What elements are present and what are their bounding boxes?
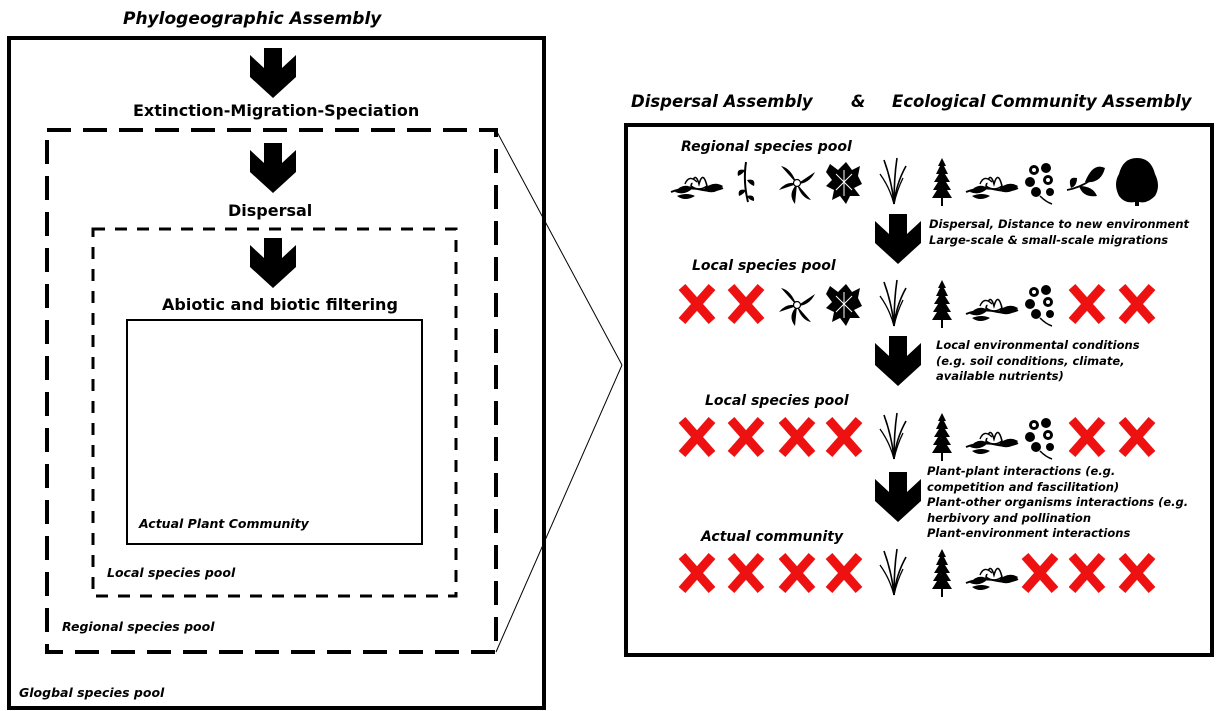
annotation-line: Plant-environment interactions — [927, 526, 1131, 540]
regional-pool-box — [45, 128, 498, 654]
leaf-icon — [1066, 166, 1105, 197]
excluded-x-icon — [678, 417, 716, 457]
conifer-icon — [932, 549, 952, 597]
zoom-connector-bottom — [495, 364, 623, 653]
excluded-x-icon — [1118, 284, 1156, 324]
local-pool-box — [91, 227, 458, 598]
annotation-environment: Local environmental conditions (e.g. soi… — [936, 338, 1140, 385]
excluded-x-icon — [778, 553, 816, 593]
annotation-line: Plant-plant interactions (e.g. — [927, 464, 1116, 478]
conifer-icon — [932, 280, 952, 328]
excluded-x-icon — [778, 417, 816, 457]
excluded-x-icon — [1118, 553, 1156, 593]
level-label-local-1: Local species pool — [692, 258, 836, 274]
assembly-detail-box — [624, 123, 1214, 657]
excluded-x-icon — [1118, 417, 1156, 457]
level-label-local-2: Local species pool — [705, 393, 849, 409]
trillium-icon — [779, 288, 815, 326]
magnolia-icon — [965, 567, 1019, 590]
zoom-connector-top — [495, 129, 623, 366]
grass-icon — [879, 412, 907, 460]
grass-icon — [879, 279, 907, 327]
shrub-icon — [826, 284, 862, 326]
right-title-ampersand: & — [851, 92, 866, 111]
excluded-x-icon — [1068, 417, 1106, 457]
vine-icon — [737, 161, 755, 203]
trillium-icon — [779, 166, 815, 204]
global-pool-box — [7, 36, 546, 710]
excluded-x-icon — [1021, 553, 1059, 593]
right-title-dispersal: Dispersal Assembly — [631, 92, 813, 111]
annotation-interactions: Plant-plant interactions (e.g. competiti… — [927, 464, 1188, 542]
step-label-extinction: Extinction-Migration-Speciation — [133, 101, 420, 120]
conifer-icon — [932, 413, 952, 461]
conifer-icon — [932, 158, 952, 206]
grass-icon — [879, 548, 907, 596]
step-label-filtering: Abiotic and biotic filtering — [162, 295, 398, 314]
magnolia-icon — [670, 176, 724, 199]
excluded-x-icon — [1068, 284, 1106, 324]
excluded-x-icon — [825, 417, 863, 457]
tree-icon — [1116, 158, 1158, 206]
annotation-line: Local environmental conditions — [936, 338, 1140, 352]
local-pool-label: Local species pool — [107, 565, 236, 580]
annotation-line: available nutrients) — [936, 369, 1064, 383]
left-panel-title: Phylogeographic Assembly — [123, 9, 382, 29]
annotation-line: herbivory and pollination — [927, 510, 1092, 525]
annotation-line: Dispersal, Distance to new environment — [929, 217, 1190, 231]
excluded-x-icon — [678, 284, 716, 324]
annotation-line: Large-scale & small-scale migrations — [929, 233, 1169, 247]
excluded-x-icon — [727, 417, 765, 457]
excluded-x-icon — [727, 284, 765, 324]
magnolia-icon — [965, 298, 1019, 321]
level-label-regional: Regional species pool — [681, 139, 852, 155]
community-label: Actual Plant Community — [139, 516, 309, 531]
shrub-icon — [826, 162, 862, 204]
regional-pool-label: Regional species pool — [62, 619, 215, 634]
annotation-line: Plant-other organisms interactions (e.g. — [927, 495, 1189, 509]
right-title-ecological: Ecological Community Assembly — [892, 92, 1192, 111]
level-label-actual: Actual community — [701, 529, 844, 545]
clover-icon — [1025, 163, 1054, 205]
step-label-dispersal: Dispersal — [228, 201, 313, 220]
magnolia-icon — [965, 176, 1019, 199]
annotation-line: competition and fascilitation) — [927, 479, 1120, 494]
annotation-line: (e.g. soil conditions, climate, — [936, 353, 1125, 368]
grass-icon — [879, 157, 907, 205]
global-pool-label: Glogbal species pool — [19, 685, 165, 700]
excluded-x-icon — [727, 553, 765, 593]
excluded-x-icon — [678, 553, 716, 593]
excluded-x-icon — [825, 553, 863, 593]
community-box — [126, 319, 423, 545]
clover-icon — [1025, 418, 1054, 460]
magnolia-icon — [965, 431, 1019, 454]
excluded-x-icon — [1068, 553, 1106, 593]
clover-icon — [1025, 285, 1054, 327]
annotation-dispersal: Dispersal, Distance to new environment L… — [929, 216, 1189, 248]
